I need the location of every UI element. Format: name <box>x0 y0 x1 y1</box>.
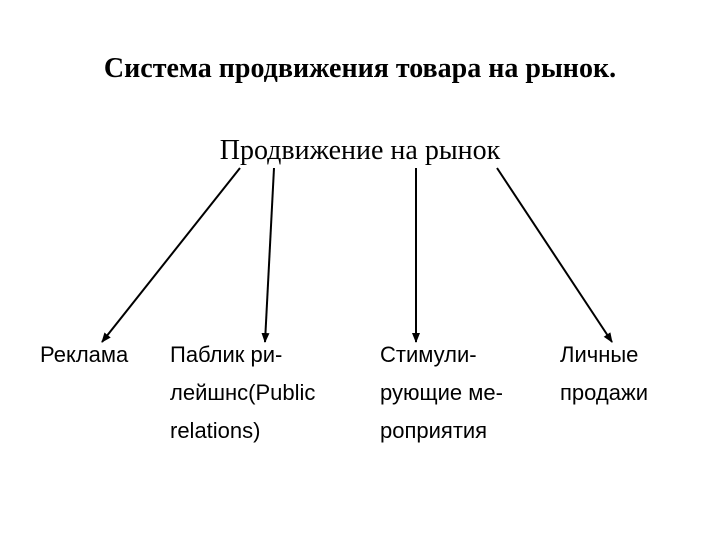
node-public-relations-line: Паблик ри- <box>170 342 283 367</box>
diagram-title: Система продвижения товара на рынок. <box>103 53 617 84</box>
node-sales-promotion: Стимули- рующие ме- роприятия <box>380 336 503 450</box>
node-public-relations: Паблик ри- лейшнс(Public relations) <box>170 336 315 450</box>
arrow-to-advertising <box>101 167 241 343</box>
node-public-relations-line: лейшнс(Public <box>170 380 316 405</box>
node-sales-promotion-line: Стимули- <box>380 342 477 367</box>
node-sales-promotion-line: роприятия <box>380 418 488 443</box>
node-advertising: Реклама <box>40 336 128 374</box>
arrow-to-public-relations <box>261 167 275 343</box>
node-sales-promotion-line: рующие ме- <box>380 380 503 405</box>
node-public-relations-line: relations) <box>170 418 261 443</box>
node-personal-selling-line: Личные <box>560 342 639 367</box>
node-personal-selling-line: продажи <box>560 380 648 405</box>
node-personal-selling: Личные продажи <box>560 336 648 412</box>
root-node-label: Продвижение на рынок <box>219 135 501 166</box>
arrow-to-personal-selling <box>496 167 613 343</box>
node-advertising-line: Реклама <box>40 342 129 367</box>
